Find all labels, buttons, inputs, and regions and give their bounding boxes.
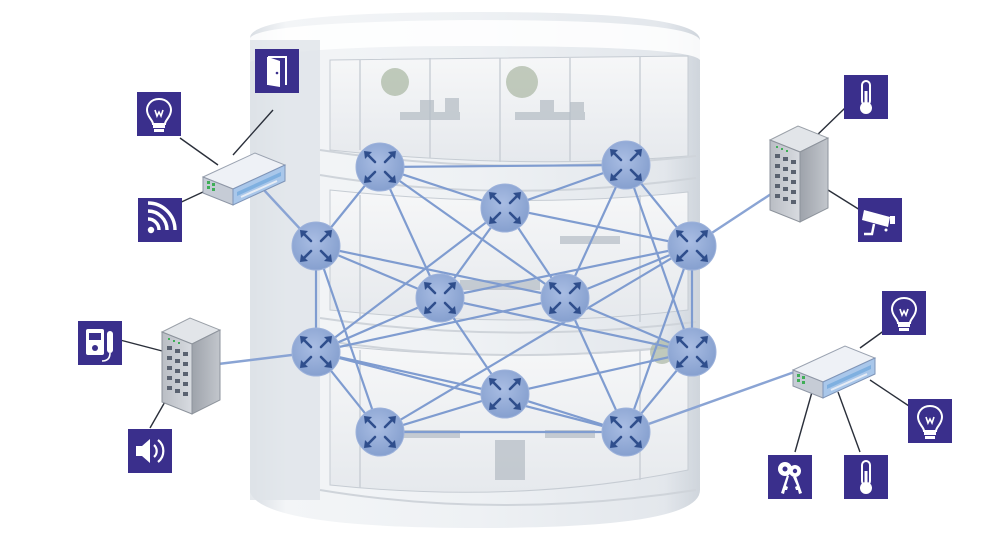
light-bulb-icon — [882, 291, 926, 335]
door-icon — [255, 49, 299, 93]
mesh-router-node — [354, 406, 406, 458]
mesh-link-n5-n9 — [439, 296, 693, 354]
speaker-icon — [128, 429, 172, 473]
mesh-link-n3-n7 — [504, 206, 693, 248]
mesh-link-n4-n6 — [315, 244, 566, 300]
mesh-router-node — [666, 326, 718, 378]
intercom-phone-icon — [78, 321, 122, 365]
din-rail-gateway-bottom-right — [792, 345, 876, 399]
mesh-link-n1-n2 — [379, 163, 627, 169]
mesh-router-node — [600, 406, 652, 458]
thermometer-icon — [844, 455, 888, 499]
mesh-router-node — [290, 220, 342, 272]
mesh-router-node — [479, 368, 531, 420]
mesh-link-n6-n12 — [563, 297, 628, 433]
mesh-link-n8-n12 — [315, 350, 627, 434]
mesh-router-node — [414, 272, 466, 324]
mesh-link-n9-n11 — [504, 350, 693, 396]
office-building — [250, 12, 700, 528]
mesh-link-n6-n8 — [315, 296, 566, 354]
mesh-link-n3-n8 — [315, 207, 506, 353]
mesh-router-node — [479, 182, 531, 234]
mesh-router-node — [539, 272, 591, 324]
security-camera-icon — [858, 198, 902, 242]
mesh-router-node — [600, 139, 652, 191]
industrial-switch-right — [769, 125, 829, 223]
industrial-switch-left — [161, 317, 221, 415]
mesh-router-node — [354, 141, 406, 193]
mesh-link-n7-n12 — [624, 245, 694, 433]
device-link-din-rail-gateway-bottom-right — [625, 368, 801, 434]
mesh-router-node — [666, 220, 718, 272]
light-bulb-icon — [908, 399, 952, 443]
mesh-link-n5-n7 — [439, 244, 693, 300]
mesh-link-n7-n10 — [379, 245, 693, 433]
mesh-router-node — [290, 326, 342, 378]
wireless-signal-icon — [138, 198, 182, 242]
keys-icon — [768, 455, 812, 499]
light-bulb-icon — [137, 92, 181, 136]
thermometer-icon — [844, 75, 888, 119]
